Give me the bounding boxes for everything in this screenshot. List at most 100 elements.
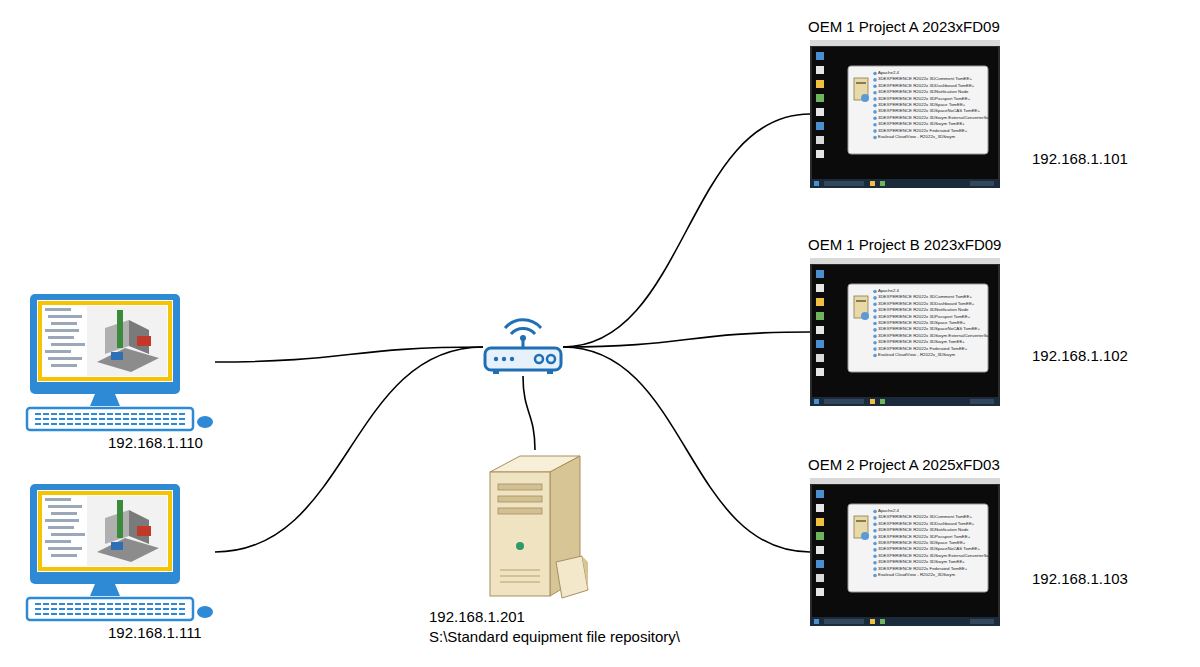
service-name: 3DEXPERIENCE R2022x 3DComment TomEE+ <box>878 514 972 520</box>
server-screen: OEM 2 Project A 2025xFD03192.168.1.103 <box>810 478 1000 626</box>
illustration-part <box>816 122 824 130</box>
illustration-part <box>873 574 877 578</box>
illustration-part <box>25 482 215 622</box>
illustration-part <box>90 584 120 596</box>
illustration-part <box>37 490 173 572</box>
illustration-part <box>45 498 71 501</box>
service-name: 3DEXPERIENCE R2022x 3DSpaceNoCAS TomEE+ <box>878 108 980 114</box>
illustration-part <box>873 296 877 300</box>
illustration-part <box>48 505 82 508</box>
illustration-part <box>880 181 885 186</box>
illustration-part <box>498 484 542 490</box>
illustration-part <box>873 347 877 351</box>
service-name: 3DEXPERIENCE R2022x 3DNotification Node <box>878 527 969 533</box>
illustration-part <box>810 478 1000 484</box>
illustration-part <box>197 416 213 428</box>
service-name: 3DEXPERIENCE R2022x 3DSpaceNoCAS TomEE+ <box>878 326 980 332</box>
illustration-part <box>816 150 824 158</box>
service-name: 3DEXPERIENCE R2022x 3DComment TomEE+ <box>878 294 972 300</box>
illustration-part <box>873 117 877 121</box>
illustration-part <box>970 399 994 404</box>
illustration-part <box>816 108 824 116</box>
illustration-part <box>870 181 875 186</box>
illustration-part <box>873 354 877 358</box>
illustration-part <box>45 308 71 311</box>
screen-title: OEM 2 Project A 2025xFD03 <box>808 456 1000 474</box>
illustration-part <box>810 617 1000 626</box>
illustration-part <box>816 94 824 102</box>
illustration-part <box>873 535 877 539</box>
illustration-part <box>480 450 590 602</box>
illustration-part <box>816 284 824 292</box>
ip-address: 192.168.1.102 <box>1032 347 1128 365</box>
illustration-part <box>500 570 540 582</box>
illustration-part <box>848 66 988 154</box>
ip-address: 192.168.1.201 <box>429 608 525 626</box>
illustration-part <box>27 598 193 620</box>
service-name: Apache2.4 <box>878 508 899 514</box>
illustration-part <box>873 328 877 332</box>
illustration-part <box>812 265 998 397</box>
server-screen: OEM 1 Project A 2023xFD09192.168.1.101 <box>810 40 1000 188</box>
illustration-part <box>40 303 170 379</box>
ip-address: 192.168.1.110 <box>108 434 203 452</box>
illustration-part <box>48 547 82 550</box>
server-screen: OEM 1 Project B 2023xFD09192.168.1.102 <box>810 258 1000 406</box>
illustration-part <box>816 560 824 568</box>
illustration-part <box>812 485 998 617</box>
illustration-part <box>45 540 71 543</box>
illustration-part <box>45 519 79 522</box>
illustration-part <box>51 533 85 536</box>
illustration-part <box>814 181 819 186</box>
service-name: 3DEXPERIENCE R2022x Federated TomEE+ <box>878 128 967 134</box>
illustration-part <box>51 343 85 346</box>
ip-address: 192.168.1.111 <box>108 624 202 642</box>
illustration-part <box>511 329 535 334</box>
illustration-part <box>816 368 824 376</box>
illustration-part <box>873 561 877 565</box>
illustration-part <box>873 129 877 133</box>
illustration-part <box>873 341 877 345</box>
illustration-part <box>873 303 877 307</box>
illustration-part <box>547 370 553 374</box>
illustration-part <box>816 518 824 526</box>
illustration-part <box>87 306 167 376</box>
service-name: 3DEXPERIENCE R2022x 3DSwym TomEE+ <box>878 121 965 127</box>
illustration-part <box>535 355 543 363</box>
service-name: 3DEXPERIENCE R2022x 3DDashboard TomEE+ <box>878 301 974 307</box>
illustration-part <box>516 542 524 550</box>
illustration-part <box>824 619 864 624</box>
illustration-part <box>861 312 869 320</box>
illustration-part <box>48 526 74 529</box>
service-name: 3DEXPERIENCE R2022x Federated TomEE+ <box>878 346 967 352</box>
ip-address: 192.168.1.103 <box>1032 570 1128 588</box>
illustration-part <box>816 340 824 348</box>
illustration-part <box>873 72 877 76</box>
service-name: Exalead CloudView - R2022x_3DSwym <box>878 572 955 578</box>
workstation: 192.168.1.111 <box>25 482 215 622</box>
illustration-part <box>856 520 866 522</box>
illustration-part <box>816 326 824 334</box>
illustration-part <box>137 526 151 536</box>
service-name: 3DEXPERIENCE R2022x 3DComment TomEE+ <box>878 76 972 82</box>
network-cable <box>563 332 810 347</box>
illustration-part <box>873 555 877 559</box>
service-name: 3DEXPERIENCE R2022x 3DPassport TomEE+ <box>878 534 970 540</box>
illustration-part <box>45 329 79 332</box>
service-name: Apache2.4 <box>878 70 899 76</box>
illustration-part <box>197 606 213 618</box>
illustration-part <box>873 315 877 319</box>
service-name: 3DEXPERIENCE R2022x 3DNotification Node <box>878 89 969 95</box>
illustration-part <box>873 110 877 114</box>
illustration-part <box>117 310 123 348</box>
illustration-part <box>810 478 1000 626</box>
service-name: 3DEXPERIENCE R2022x 3DDashboard TomEE+ <box>878 521 974 527</box>
illustration-part <box>498 496 542 502</box>
illustration-part <box>810 40 1000 46</box>
illustration-part <box>51 512 77 515</box>
service-name: Apache2.4 <box>878 288 899 294</box>
illustration-part <box>87 496 167 566</box>
illustration-part <box>816 66 824 74</box>
illustration-part <box>814 399 819 404</box>
illustration-part <box>873 97 877 101</box>
